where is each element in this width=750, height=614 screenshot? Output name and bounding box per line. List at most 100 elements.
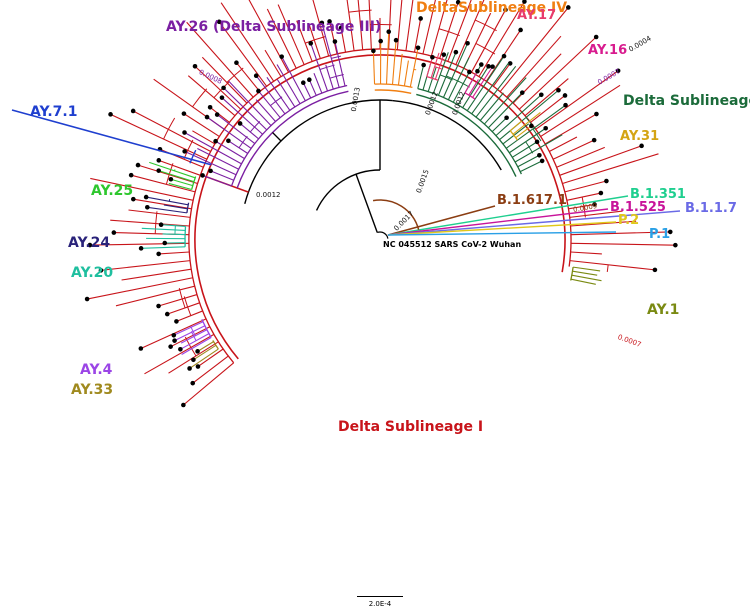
delta-ii-tip-branch <box>452 71 470 103</box>
ay26-tip-branch <box>334 41 346 87</box>
delta-iv-arc <box>374 89 412 94</box>
delta-i-tip-node <box>98 268 104 273</box>
delta-i-tip-branch <box>570 251 602 255</box>
delta-i-tip-node <box>593 34 599 40</box>
delta-i-tip-branch <box>248 0 290 73</box>
delta-i-tip-node <box>565 5 571 10</box>
delta-i-tip-node <box>168 344 173 349</box>
ay26-arc <box>236 90 349 189</box>
ay1-arc <box>570 267 574 281</box>
ay26-tip-node <box>213 138 218 144</box>
delta-i-tip-branch <box>236 62 261 92</box>
delta-i-tip-node <box>503 7 508 13</box>
delta-i-sub-arc <box>183 139 194 160</box>
ay31-tip-branch <box>512 111 541 135</box>
delta-ii-tip-branch <box>442 43 469 98</box>
delta-iv-tip-node <box>371 48 376 54</box>
scale-bar-line <box>357 596 403 597</box>
delta-i-tip-branch <box>89 242 190 246</box>
delta-iv-tip-branch <box>409 47 419 88</box>
branch-length-ay26-stem: 0.0012 <box>256 191 281 199</box>
delta-i-tip-branch <box>559 145 642 176</box>
delta-i-tip-node <box>518 27 523 33</box>
delta-ii-tip-branch <box>499 89 559 141</box>
ay17-tip-node <box>430 54 435 60</box>
delta-i-tip-branch <box>570 231 671 236</box>
delta-i-tip-branch <box>566 192 601 201</box>
delta-i-tip-branch <box>183 362 235 406</box>
delta-i-tip-node <box>507 61 513 66</box>
delta-i-tip-branch <box>121 268 192 281</box>
ay16-tip-node <box>475 68 480 74</box>
delta-iv-tip-node <box>386 29 392 35</box>
delta-ii-tip-branch <box>471 62 509 115</box>
delta-ii-tip-branch <box>487 92 523 129</box>
delta-iv-tip-branch <box>385 31 390 85</box>
ay25-tip-branch <box>149 161 196 179</box>
delta-ii-tip-node <box>534 139 540 145</box>
scale-bar-label: 2.0E-4 <box>368 600 392 608</box>
ay33-tip-branch <box>197 341 214 352</box>
label-ay1: AY.1 <box>647 302 680 318</box>
delta-i-tip-node <box>128 172 134 178</box>
ay33-tip-node <box>195 349 200 354</box>
delta-ii-tip-branch <box>502 123 530 145</box>
delta-i-tip-branch <box>549 136 578 152</box>
delta-i-tip-branch <box>340 27 347 53</box>
delta-i-tip-node <box>131 196 136 202</box>
delta-i-tip-node <box>87 242 93 248</box>
delta-i-tip-node <box>156 251 161 257</box>
delta-i-sub-arc <box>606 264 609 273</box>
delta-i-tip-node <box>562 93 568 98</box>
delta-i-tip-node <box>156 158 162 163</box>
delta-i-sub-arc <box>438 28 460 37</box>
ay26-tip-node <box>319 20 325 26</box>
delta-i-tip-branch <box>158 294 198 307</box>
ay33-arc <box>212 340 219 350</box>
delta-i-tip-branch <box>512 53 562 104</box>
delta-i-tip-branch <box>430 0 448 57</box>
delta-ii-tip-node <box>563 102 568 108</box>
delta-i-tip-node <box>164 311 170 317</box>
ay17-tip-branch <box>434 54 445 80</box>
backbone-outer-arc <box>244 99 393 204</box>
ay26-tip-branch <box>228 80 272 126</box>
delta-i-tip-branch <box>187 75 236 117</box>
ay71-long-branch <box>11 109 212 166</box>
ay33-tip-node <box>187 366 192 371</box>
delta-i-tip-branch <box>128 209 191 218</box>
ay20-tip-node <box>158 222 164 227</box>
delta-iv-tip-node <box>378 38 383 44</box>
delta-i-tip-branch <box>115 285 195 307</box>
delta-i-tip-node <box>522 0 527 4</box>
delta-i-tip-node <box>418 16 423 21</box>
ay4-tip-branch <box>180 329 208 344</box>
delta-i-tip-branch <box>266 8 297 69</box>
delta-ii-tip-branch <box>517 154 540 168</box>
ay16-tip-branch <box>472 66 494 98</box>
label-b16171: B.1.617.1 <box>497 193 567 208</box>
delta-ii-arc <box>416 93 517 177</box>
delta-i-tip-branch <box>569 210 623 218</box>
delta-ii-tip-node <box>421 62 426 68</box>
delta-i-sub-arc <box>178 288 186 309</box>
delta-i-tip-node <box>135 162 141 168</box>
delta-i-tip-branch <box>570 220 637 227</box>
delta-i-tip-branch <box>194 65 242 110</box>
delta-ii-tip-branch <box>509 127 546 154</box>
backbone-root-stem <box>355 173 378 233</box>
ay31-tip-branch <box>515 125 532 139</box>
ay26-tip-node <box>226 138 231 144</box>
delta-i-tip-branch <box>158 251 190 255</box>
delta-i-tip-branch <box>277 4 305 65</box>
label-ay4: AY.4 <box>80 362 113 378</box>
ay20-tip-branch <box>141 246 186 249</box>
delta-ii-tip-node <box>556 87 561 93</box>
delta-ii-tip-node <box>539 92 544 98</box>
ay33-tip-branch <box>193 344 217 361</box>
delta-i-tip-node <box>234 60 239 66</box>
delta-i-sub-arc <box>192 88 208 108</box>
delta-i-tip-branch <box>540 84 621 137</box>
ay26-tip-branch <box>308 79 317 96</box>
